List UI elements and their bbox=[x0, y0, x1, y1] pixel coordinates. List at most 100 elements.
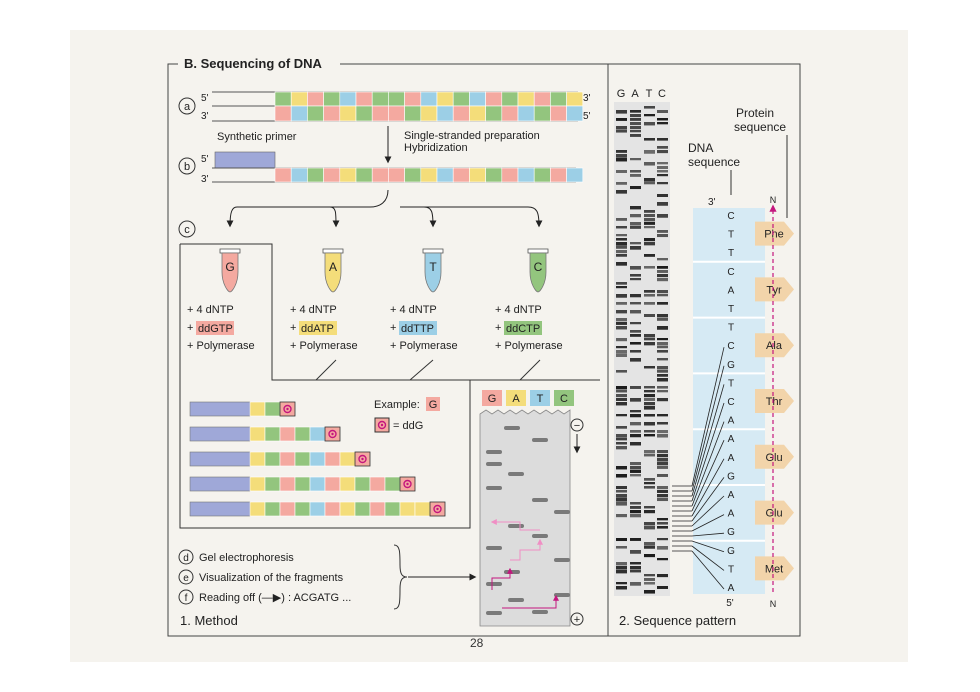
leader-line bbox=[691, 402, 725, 502]
autorad-band bbox=[630, 330, 641, 333]
gel-band bbox=[486, 486, 502, 490]
autorad-band bbox=[657, 122, 668, 125]
leader-line bbox=[691, 477, 725, 522]
leader-line bbox=[691, 540, 725, 553]
autorad-band bbox=[644, 390, 655, 393]
gel-band bbox=[554, 558, 570, 562]
autorad-band bbox=[616, 502, 627, 506]
autorad-band bbox=[657, 294, 668, 297]
autorad-band bbox=[616, 466, 627, 470]
autorad-band bbox=[644, 366, 655, 369]
ddg-legend: = ddG bbox=[393, 420, 423, 432]
fragment-block bbox=[279, 426, 296, 442]
duplex-top-block bbox=[501, 91, 519, 107]
autorad-band bbox=[616, 154, 627, 158]
fragment-block bbox=[339, 501, 356, 517]
codon-label: Met bbox=[765, 563, 783, 575]
codon-tag bbox=[755, 333, 794, 358]
autorad-band bbox=[657, 430, 668, 434]
tube-cap bbox=[422, 248, 444, 254]
ddg-ring bbox=[358, 454, 367, 464]
leader-line bbox=[691, 365, 725, 492]
pointer-c bbox=[519, 359, 541, 381]
primer-label: Synthetic primer bbox=[217, 131, 297, 143]
a-top-right: 3' bbox=[583, 93, 591, 104]
autorad-band bbox=[644, 294, 655, 297]
tube-a: A+ 4 dNTP+ddATP+ Polymerase bbox=[290, 248, 358, 352]
autorad-band bbox=[616, 562, 627, 566]
single-strand-block bbox=[420, 167, 438, 183]
fragment-block bbox=[264, 476, 281, 492]
autorad-band bbox=[616, 474, 627, 478]
duplex-bottom-block bbox=[274, 105, 292, 122]
tube-dd-highlight bbox=[504, 321, 542, 335]
gel-band bbox=[532, 534, 548, 538]
duplex-bottom-block bbox=[388, 105, 405, 122]
ddg-dot bbox=[361, 457, 364, 461]
autorad-band bbox=[616, 118, 627, 121]
autorad-band bbox=[630, 342, 641, 345]
fragment-block bbox=[384, 476, 401, 492]
step-marker: e bbox=[183, 573, 189, 584]
autorad-band bbox=[644, 450, 655, 454]
autorad-band bbox=[657, 490, 668, 493]
leader-line bbox=[691, 514, 725, 532]
autorad-band bbox=[657, 202, 668, 206]
duplex-bottom-block bbox=[420, 105, 438, 122]
dna-base: G bbox=[727, 546, 735, 557]
autorad-band bbox=[644, 510, 655, 514]
fragment-block bbox=[309, 476, 326, 492]
autorad-band bbox=[616, 586, 627, 590]
dna-base: T bbox=[728, 378, 734, 389]
pattern-label: 2. Sequence pattern bbox=[619, 613, 736, 628]
tube-cap bbox=[322, 248, 344, 254]
tube-dntp: + 4 dNTP bbox=[290, 304, 337, 316]
autorad-band bbox=[657, 110, 668, 113]
protein-label-1: Protein bbox=[736, 106, 774, 120]
autorad-band bbox=[616, 438, 627, 441]
gel-band bbox=[504, 570, 520, 574]
dna-base: T bbox=[728, 230, 734, 241]
autorad-band bbox=[657, 314, 668, 318]
single-strand-block bbox=[566, 167, 584, 183]
autorad-band bbox=[616, 182, 627, 185]
duplex-bottom-block bbox=[355, 105, 373, 122]
fragment-block bbox=[249, 501, 266, 517]
autorad-band bbox=[644, 238, 655, 242]
autorad-band bbox=[644, 386, 655, 389]
fragment-block bbox=[339, 451, 356, 467]
synthetic-primer bbox=[214, 151, 276, 169]
autorad-band bbox=[630, 214, 641, 218]
autorad-band bbox=[644, 122, 655, 126]
fragments bbox=[189, 401, 446, 517]
autorad-band bbox=[616, 126, 627, 130]
tube-letter: C bbox=[534, 260, 543, 274]
tube-body bbox=[221, 252, 239, 293]
dna-base: A bbox=[728, 509, 735, 520]
duplex-bottom-block bbox=[290, 105, 308, 122]
tube-dd: ddTTP bbox=[401, 323, 434, 335]
autorad-band bbox=[644, 394, 655, 398]
autorad-band bbox=[644, 434, 655, 437]
autorad-band bbox=[644, 590, 655, 594]
autorad-band bbox=[630, 170, 641, 173]
autorad-band bbox=[630, 322, 641, 325]
autorad-band bbox=[657, 386, 668, 389]
autorad-band bbox=[630, 422, 641, 426]
autorad-band bbox=[644, 302, 655, 305]
autorad-band bbox=[616, 254, 627, 257]
fragment-block bbox=[354, 501, 371, 517]
leader-line bbox=[691, 421, 725, 507]
reading-path bbox=[490, 519, 559, 609]
duplex-bottom-block bbox=[517, 105, 535, 122]
autorad-band bbox=[644, 554, 655, 558]
autorad-band bbox=[616, 310, 627, 314]
autorad-band bbox=[616, 242, 627, 246]
single-strand-block bbox=[517, 167, 535, 183]
fragment-block bbox=[399, 501, 416, 517]
autorad-band bbox=[644, 454, 655, 457]
duplex-top-block bbox=[452, 91, 470, 107]
autorad-band bbox=[644, 486, 655, 489]
